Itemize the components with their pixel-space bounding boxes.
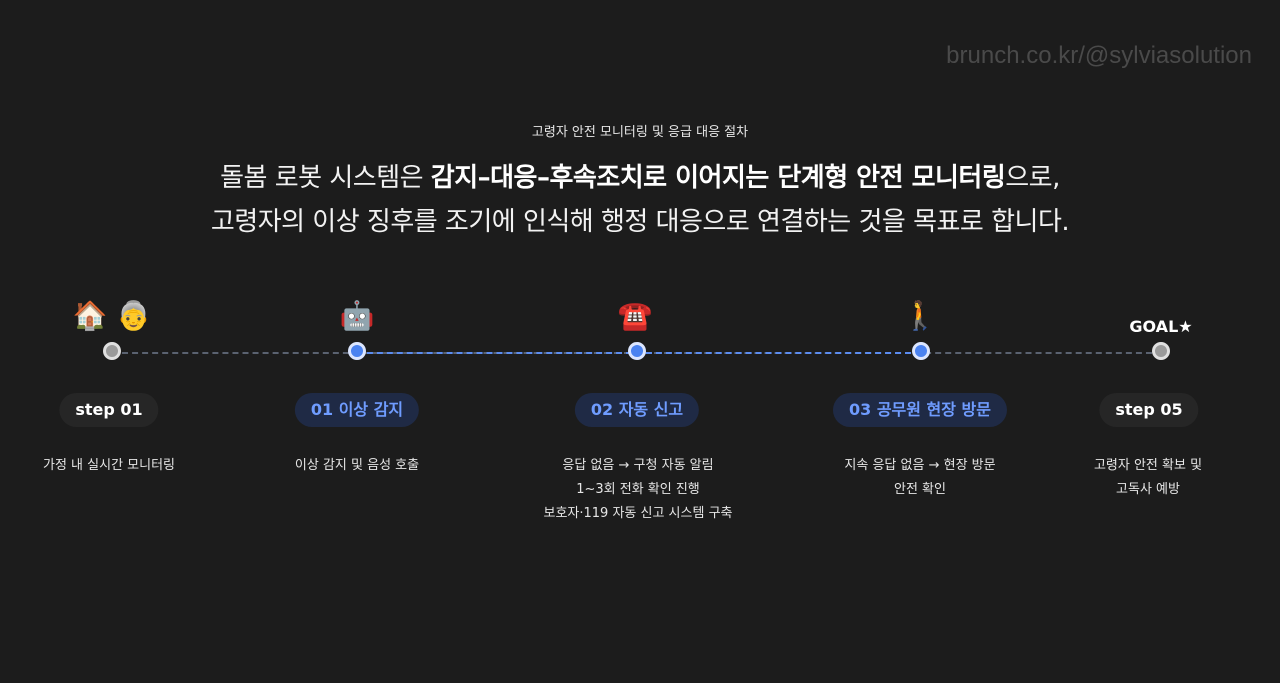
headline: 돌봄 로봇 시스템은 감지–대응–후속조치로 이어지는 단계형 안전 모니터링으…: [0, 156, 1280, 244]
watermark: brunch.co.kr/@sylviasolution: [946, 42, 1252, 69]
page-subtitle: 고령자 안전 모니터링 및 응급 대응 절차: [531, 125, 749, 140]
timeline-node-3: [628, 342, 646, 360]
step-desc-3: 응답 없음 → 구청 자동 알림 1~3회 전화 확인 진행 보호자·119 자…: [508, 454, 768, 526]
step-pill-1: step 01: [59, 393, 159, 427]
timeline-node-4: [912, 342, 930, 360]
step-desc-2-line-1: 이상 감지 및 음성 호출: [294, 458, 420, 473]
step-desc-4-line-2: 안전 확인: [894, 482, 946, 497]
step-desc-1: 가정 내 실시간 모니터링: [0, 454, 239, 478]
step-desc-1-line-1: 가정 내 실시간 모니터링: [43, 458, 175, 473]
step-desc-5-line-1: 고령자 안전 확보 및: [1093, 458, 1203, 473]
robot-icon: 🤖: [339, 299, 375, 332]
headline-line-1-pre: 돌봄 로봇 시스템은: [220, 163, 431, 193]
step-desc-3-line-1: 응답 없음 → 구청 자동 알림: [562, 458, 714, 473]
timeline-node-5: [1152, 342, 1170, 360]
headline-line-1: 돌봄 로봇 시스템은 감지–대응–후속조치로 이어지는 단계형 안전 모니터링으…: [0, 156, 1280, 200]
step-pill-2: 01 이상 감지: [294, 393, 420, 427]
walking-person-icon: 🚶: [902, 299, 938, 332]
house-elder-icon: 🏠 👵: [72, 299, 152, 332]
headline-line-1-post: 으로,: [1005, 163, 1060, 193]
step-desc-4-line-1: 지속 응답 없음 → 현장 방문: [844, 458, 996, 473]
headline-line-2: 고령자의 이상 징후를 조기에 인식해 행정 대응으로 연결하는 것을 목표로 …: [210, 207, 1070, 237]
timeline-node-2: [348, 342, 366, 360]
step-pill-4: 03 공무원 현장 방문: [832, 393, 1008, 427]
goal-label: GOAL★: [1129, 317, 1193, 336]
step-desc-3-line-3: 보호자·119 자동 신고 시스템 구축: [543, 506, 733, 521]
telephone-icon: ☎️: [617, 299, 653, 332]
step-pill-3: 02 자동 신고: [574, 393, 700, 427]
step-desc-2: 이상 감지 및 음성 호출: [227, 454, 487, 478]
headline-line-1-bold: 감지–대응–후속조치로 이어지는 단계형 안전 모니터링: [430, 163, 1006, 193]
timeline-node-1: [103, 342, 121, 360]
step-pill-5: step 05: [1099, 393, 1199, 427]
step-desc-5-line-2: 고독사 예방: [1116, 482, 1180, 497]
step-desc-3-line-2: 1~3회 전화 확인 진행: [576, 482, 700, 497]
step-desc-5: 고령자 안전 확보 및 고독사 예방: [1018, 454, 1278, 502]
step-desc-4: 지속 응답 없음 → 현장 방문 안전 확인: [790, 454, 1050, 502]
